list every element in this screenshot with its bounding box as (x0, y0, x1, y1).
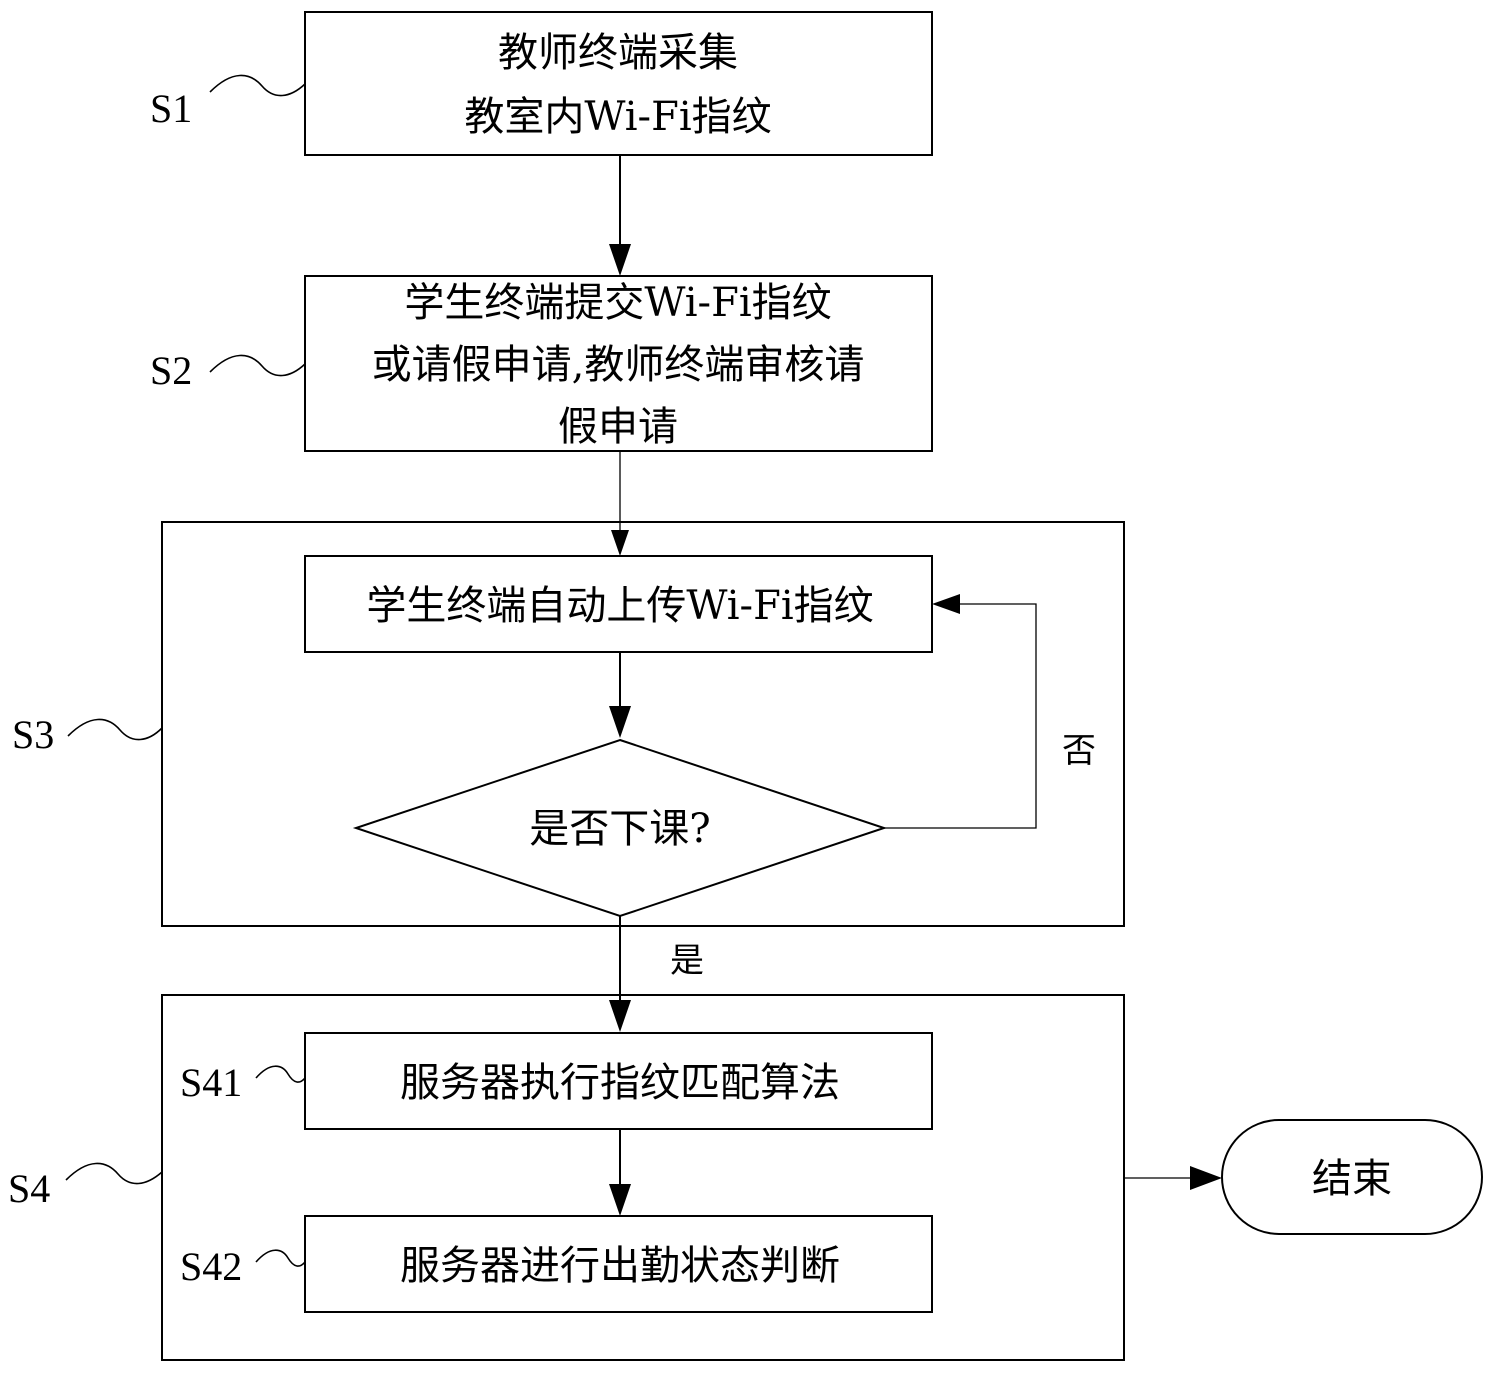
step-s1: 教师终端采集 教室内Wi-Fi指纹 S1 (150, 12, 932, 155)
arrow-s1-to-s2-head (609, 244, 631, 276)
s3-upload-text: 学生终端自动上传Wi-Fi指纹 (366, 583, 873, 629)
s2-text-line3: 假申请 (558, 404, 678, 450)
step-label-s1: S1 (150, 86, 192, 131)
decision-text: 是否下课? (529, 806, 710, 852)
step-label-s41: S41 (180, 1060, 242, 1105)
s42-text: 服务器进行出勤状态判断 (400, 1243, 840, 1289)
branch-label-yes: 是 (670, 941, 704, 981)
arrow-s41-to-s42-head (609, 1184, 631, 1216)
s41-leader-squiggle (256, 1066, 305, 1082)
no-loop-arrowhead (932, 594, 960, 614)
step-s2: 学生终端提交Wi-Fi指纹 或请假申请,教师终端审核请 假申请 S2 (150, 276, 932, 451)
step-label-s3: S3 (12, 712, 54, 757)
s1-text-line2: 教室内Wi-Fi指纹 (464, 94, 771, 140)
s1-text-line1: 教师终端采集 (498, 30, 738, 76)
s2-text-line1: 学生终端提交Wi-Fi指纹 (404, 280, 831, 326)
group-s3: S3 学生终端自动上传Wi-Fi指纹 是否下课? 否 (12, 522, 1124, 926)
s2-text-line2: 或请假申请,教师终端审核请 (372, 342, 865, 388)
step-label-s42: S42 (180, 1244, 242, 1289)
arrow-upload-to-decision-head (609, 706, 631, 738)
end-terminator: 结束 (1222, 1120, 1482, 1234)
arrow-yes-head (609, 1000, 631, 1032)
s3-leader-squiggle (68, 719, 162, 739)
s42-leader-squiggle (256, 1250, 305, 1266)
s2-leader-squiggle (210, 355, 305, 375)
arrow-s2-to-s3-head (611, 530, 629, 556)
group-s4: S4 服务器执行指纹匹配算法 S41 服务器进行出勤状态判断 S42 (8, 995, 1124, 1360)
branch-label-no: 否 (1062, 731, 1096, 771)
end-text: 结束 (1312, 1156, 1392, 1202)
step-label-s2: S2 (150, 348, 192, 393)
arrow-s4-to-end-head (1190, 1166, 1222, 1190)
s41-text: 服务器执行指纹匹配算法 (400, 1060, 840, 1106)
s1-leader-squiggle (210, 75, 305, 95)
step-label-s4: S4 (8, 1166, 50, 1211)
s4-leader-squiggle (66, 1163, 162, 1183)
